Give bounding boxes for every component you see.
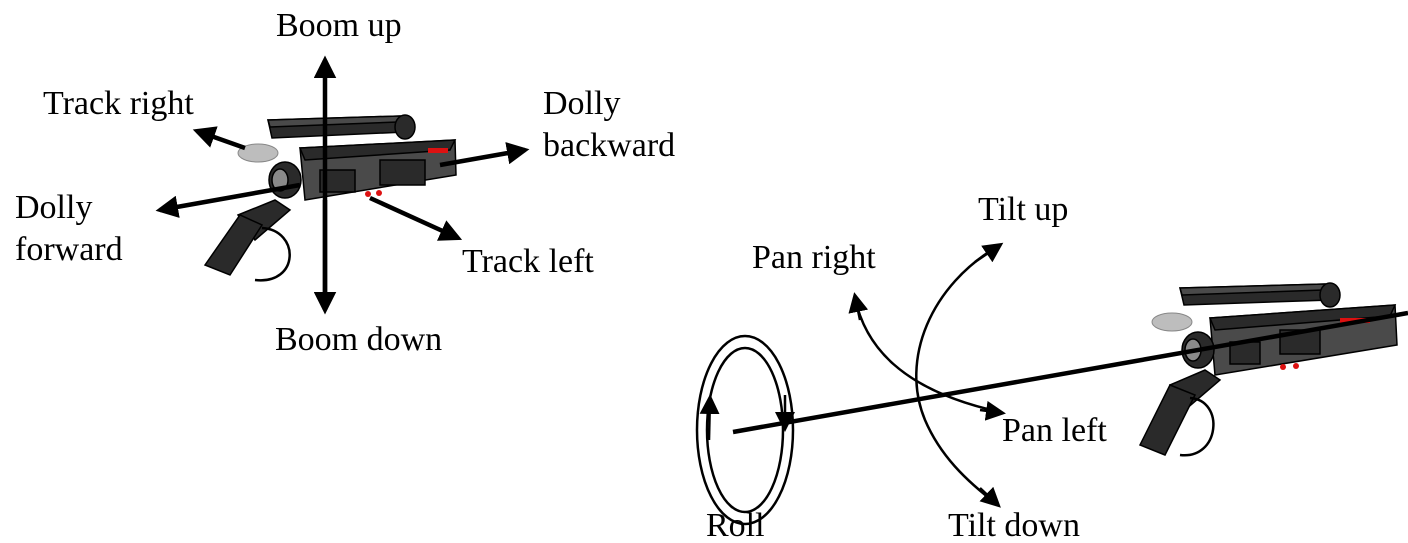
label-dolly-backward-line1: Dolly: [543, 85, 620, 122]
pan-arc: [853, 297, 1001, 414]
dolly-forward-arrow: [155, 182, 301, 218]
label-dolly-forward-line2: forward: [15, 231, 123, 268]
label-track-right: Track right: [43, 85, 194, 122]
track-right-arrow: [192, 126, 246, 151]
rotation-group: Tilt up Pan right Pan left Roll Tilt dow…: [695, 191, 1408, 543]
dolly-backward-arrow: [439, 142, 530, 168]
tilt-up-arrow: [974, 242, 1004, 264]
label-tilt-down: Tilt down: [948, 507, 1080, 543]
label-roll: Roll: [706, 507, 765, 543]
label-pan-left: Pan left: [1002, 412, 1107, 449]
label-tilt-up: Tilt up: [978, 191, 1068, 228]
label-dolly-forward-line1: Dolly: [15, 189, 92, 226]
label-track-left: Track left: [462, 243, 594, 280]
label-boom-down: Boom down: [275, 321, 442, 358]
track-left-arrow: [369, 195, 463, 241]
tilt-down-arrow: [979, 486, 1001, 508]
camera-illustration-left: [203, 114, 457, 282]
label-pan-right: Pan right: [752, 239, 876, 276]
camera-illustration-right: [1138, 282, 1398, 457]
roll-axis: [732, 310, 1408, 435]
pan-right-arrow: [848, 292, 869, 321]
translation-group: Boom up Track right Dolly backward Dolly…: [15, 7, 675, 358]
label-dolly-backward-line2: backward: [543, 127, 675, 164]
tilt-arc: [915, 243, 1001, 506]
label-boom-up: Boom up: [276, 7, 402, 44]
roll-arrow-up: [699, 394, 720, 441]
pan-left-arrow: [979, 400, 1006, 421]
